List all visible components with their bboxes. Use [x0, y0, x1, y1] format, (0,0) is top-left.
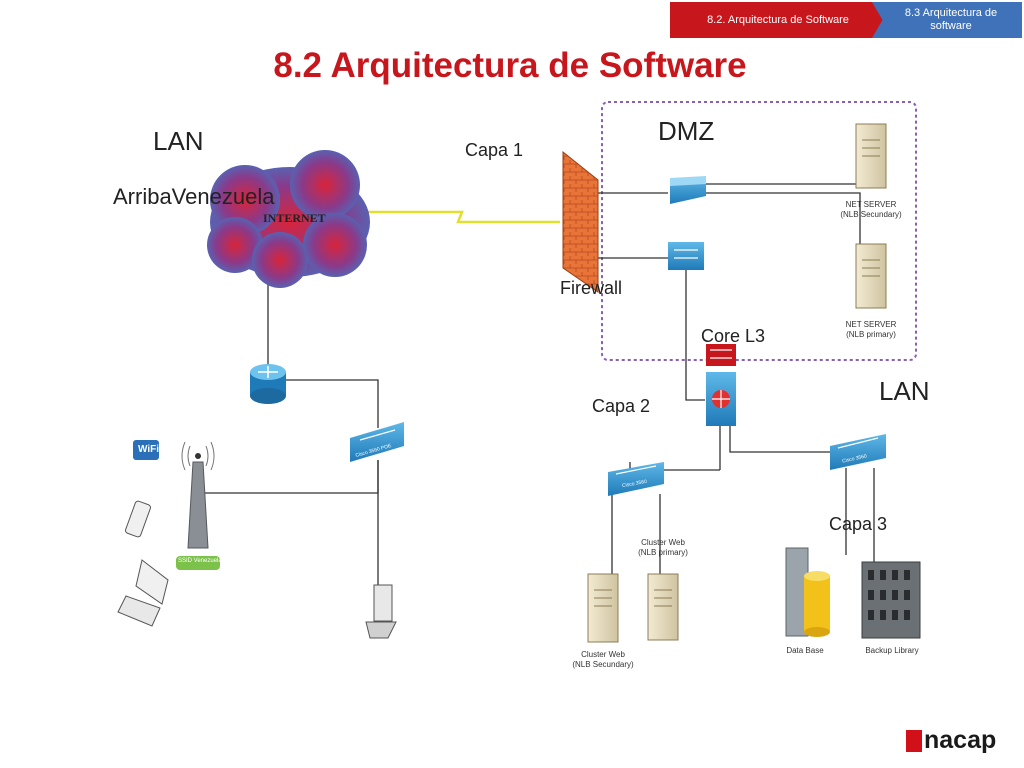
- wireless-antenna-icon: [181, 441, 215, 549]
- mobile-phone-icon: [125, 500, 151, 538]
- switch-dmz-bottom-icon: [668, 242, 704, 270]
- dmz-label: DMZ: [658, 116, 715, 146]
- desktop-pc-icon: [365, 584, 397, 639]
- core-l3-switch-icon: [706, 344, 736, 426]
- dmz-zone: [601, 101, 917, 361]
- switch-dmz-top-icon: [670, 176, 706, 204]
- laptop-icon: [117, 559, 169, 627]
- net-server-primary-label: NET SERVER(NLB primary): [845, 320, 897, 339]
- lan-right-label: LAN: [879, 376, 930, 406]
- firewall-label: Firewall: [560, 278, 623, 298]
- switch-poe-icon: [350, 422, 404, 462]
- inacap-logo-mark: [906, 730, 922, 752]
- net-server-secondary-label: NET SERVER(NLB Secundary): [840, 200, 902, 219]
- backup-library-label: Backup Library: [865, 646, 919, 655]
- cluster-web-primary-label: Cluster Web(NLB primary): [638, 538, 688, 557]
- organization-label: ArribaVenezuela: [113, 184, 275, 209]
- backup-library-icon: [861, 561, 921, 639]
- switch-capa2-left-icon: [608, 462, 664, 496]
- lan-left-label: LAN: [153, 126, 204, 156]
- database-label: Data Base: [786, 646, 824, 655]
- inacap-logo: nacap: [924, 726, 997, 754]
- cluster-web-primary-icon: [647, 573, 679, 641]
- ssid-label: SSID Venezuela: [178, 558, 222, 564]
- wifi-logo-icon: [133, 440, 159, 460]
- core-l3-label: Core L3: [701, 326, 766, 346]
- database-icon: [785, 547, 830, 637]
- page-title: 8.2 Arquitectura de Software: [273, 46, 747, 85]
- capa1-label: Capa 1: [465, 140, 524, 160]
- breadcrumb-current-label: 8.2. Arquitectura de Software: [707, 13, 849, 26]
- capa3-label: Capa 3: [829, 514, 888, 534]
- net-server-primary-icon: [855, 243, 887, 309]
- net-server-secondary-icon: [855, 123, 887, 189]
- router-icon: [250, 364, 286, 404]
- cluster-web-secondary-label: Cluster Web(NLB Secundary): [572, 650, 634, 669]
- internet-label: INTERNET: [263, 211, 326, 225]
- capa2-label: Capa 2: [592, 396, 651, 416]
- cluster-web-secondary-icon: [587, 573, 619, 643]
- wifi-logo-label: WiFi: [138, 444, 160, 455]
- wan-link: [368, 210, 560, 224]
- breadcrumb-current[interactable]: 8.2. Arquitectura de Software: [670, 2, 886, 38]
- switch-capa2-right-icon: [830, 434, 886, 470]
- firewall-icon: [562, 150, 599, 293]
- ssid-badge: [176, 556, 220, 570]
- internet-cloud: [207, 150, 370, 288]
